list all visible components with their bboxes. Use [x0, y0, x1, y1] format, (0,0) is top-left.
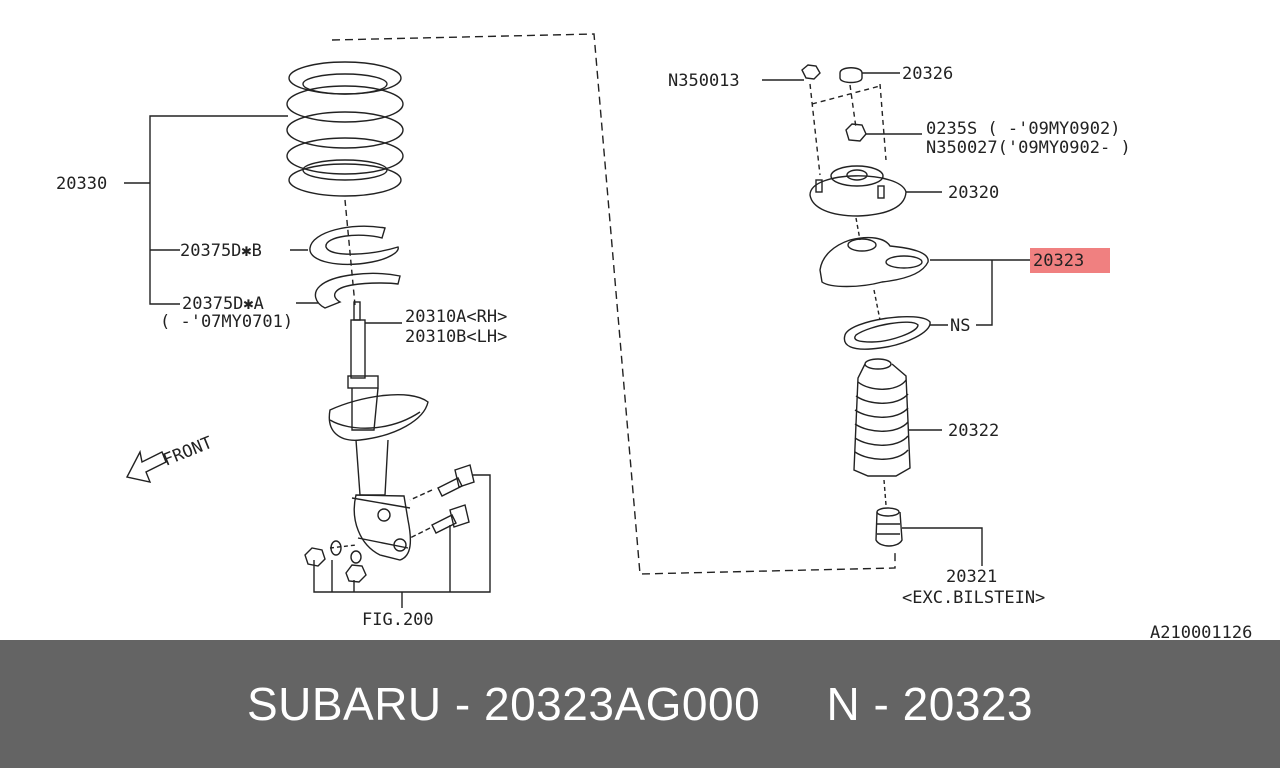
- label-dust-boot[interactable]: 20322: [948, 421, 999, 441]
- highlight-box: [1030, 248, 1110, 273]
- label-strut-lh[interactable]: 20310B<LH>: [405, 327, 507, 347]
- spring-seat-b[interactable]: [309, 225, 399, 265]
- label-center-nut-a[interactable]: 0235S ( -'09MY0902): [926, 119, 1120, 139]
- front-arrow: [125, 449, 167, 483]
- spring-seat-a[interactable]: [314, 272, 401, 309]
- label-spring-seat-b[interactable]: 20375D✱B: [180, 241, 262, 261]
- label-upper-spring-seat[interactable]: 20323: [1033, 251, 1084, 271]
- upper-mount[interactable]: [809, 165, 907, 217]
- label-spring-seat-a-note: ( -'07MY0701): [160, 312, 293, 332]
- label-fig-ref[interactable]: FIG.200: [362, 610, 434, 630]
- label-bump-stop-note: <EXC.BILSTEIN>: [902, 588, 1045, 608]
- label-spring[interactable]: 20330: [56, 174, 107, 194]
- dust-boot[interactable]: [853, 358, 911, 477]
- bracket-bolt-lower[interactable]: [431, 504, 470, 534]
- parts-diagram: 20330 20375D✱B 20375D✱A ( -'07MY0701) 20…: [56, 33, 1253, 640]
- label-diagram-id: A210001126: [1150, 623, 1252, 640]
- mount-nut[interactable]: [801, 64, 821, 80]
- center-nut[interactable]: [845, 123, 867, 142]
- bump-stop[interactable]: [875, 507, 903, 547]
- ns-seat[interactable]: [843, 316, 931, 350]
- label-front: FRONT: [160, 433, 215, 471]
- bracket-bolt-upper[interactable]: [437, 464, 475, 497]
- strut-rod[interactable]: [350, 301, 366, 379]
- strut-body[interactable]: [328, 375, 429, 561]
- label-mount-nut[interactable]: N350013: [668, 71, 740, 91]
- dust-cap[interactable]: [839, 67, 863, 84]
- footer-part-title: SUBARU - 20323AG000 N - 20323: [246, 678, 1034, 730]
- part-number-footer: SUBARU - 20323AG000 N - 20323: [0, 640, 1280, 768]
- label-spring-seat-a[interactable]: 20375D✱A: [182, 294, 264, 314]
- label-ns[interactable]: NS: [950, 316, 970, 336]
- upper-spring-seat[interactable]: [819, 236, 929, 288]
- label-dust-cap[interactable]: 20326: [902, 64, 953, 84]
- label-upper-mount[interactable]: 20320: [948, 183, 999, 203]
- label-bump-stop[interactable]: 20321: [946, 567, 997, 587]
- coil-spring[interactable]: [286, 61, 404, 197]
- diagram-canvas: 20330 20375D✱B 20375D✱A ( -'07MY0701) 20…: [56, 33, 1252, 640]
- label-strut-rh[interactable]: 20310A<RH>: [405, 307, 507, 327]
- label-center-nut-b[interactable]: N350027('09MY0902- ): [926, 138, 1131, 158]
